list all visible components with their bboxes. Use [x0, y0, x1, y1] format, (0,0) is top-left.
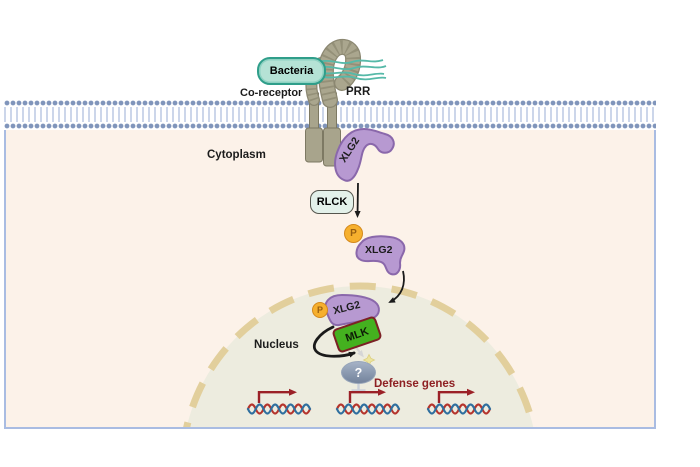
prr-label: PRR: [346, 86, 371, 98]
dna-helix-icons: [246, 403, 492, 415]
complex-activation-arrow: [312, 325, 356, 358]
phosphate-label: P: [316, 305, 323, 315]
bacteria-label: Bacteria: [269, 65, 314, 77]
phosphate-badge-cytosol: P: [344, 224, 363, 243]
transcription-arrows: [257, 388, 475, 403]
rlck-label: RLCK: [316, 196, 348, 208]
dna-helix-middle-blue: [335, 403, 401, 415]
xlg2-phosphorylated-protein: [355, 235, 406, 276]
bacteria-pill: Bacteria: [257, 57, 326, 85]
xlg2-cytosol-label: XLG2: [365, 244, 393, 256]
transcription-arrow-middle: [348, 388, 386, 403]
unknown-factor-label: ?: [354, 365, 363, 380]
defense-genes-label: Defense genes: [374, 378, 456, 390]
phosphorylation-arrow: [354, 182, 361, 218]
phosphate-label: P: [350, 228, 357, 239]
nuclear-import-arrow: [388, 270, 405, 303]
transcription-arrow-right: [437, 388, 475, 403]
xlg2-membrane-protein: [334, 127, 395, 182]
dna-helix-left-blue: [246, 403, 312, 415]
prr-receptor-icon: [317, 39, 362, 167]
dna-helix-right-blue: [426, 403, 492, 415]
transcription-arrow-left: [257, 388, 297, 403]
rlck-kinase: RLCK: [310, 190, 354, 214]
unknown-transcription-factor: ?: [341, 361, 376, 384]
flagella-icon: [315, 59, 387, 81]
co-receptor-label: Co-receptor: [240, 87, 303, 99]
phosphate-badge-nuclear: P: [312, 302, 328, 318]
nucleus-label: Nucleus: [254, 339, 299, 351]
cytoplasm-label: Cytoplasm: [207, 149, 266, 161]
mlk-label: MLK: [343, 324, 371, 345]
